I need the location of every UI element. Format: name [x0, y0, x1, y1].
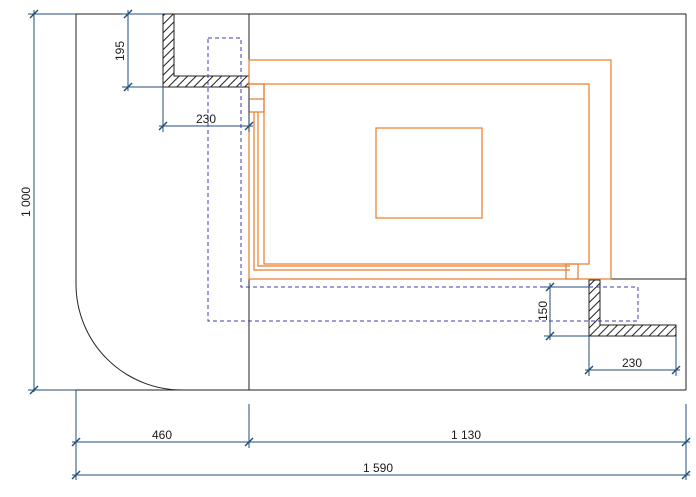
- dim-right-width-label: 1 130: [451, 428, 481, 442]
- dim-total-tick-right: [681, 470, 691, 480]
- dim-total-width: 1 590: [71, 461, 691, 480]
- dim-bottom-offset-label: 150: [536, 301, 550, 321]
- dim-bottom-offset: 150: [536, 282, 589, 341]
- fixture-corner-block-top: [248, 83, 265, 113]
- door-swing-arc: [75, 283, 183, 391]
- dim-top-offset-tick-bottom: [123, 82, 133, 92]
- hatched-walls: [162, 13, 677, 337]
- dim-top-offset-tick-top: [123, 9, 133, 19]
- dim-bottom-row: 460 1 130: [71, 390, 691, 480]
- dim-top-width: 230: [158, 87, 254, 132]
- dim-top-width-label: 230: [196, 112, 216, 126]
- dim-bottom-width-label: 230: [622, 356, 642, 370]
- dashed-outline: [207, 37, 639, 322]
- dim-top-offset: 195: [113, 9, 163, 92]
- dim-top-width-tick-left: [158, 121, 168, 131]
- dim-total-width-label: 1 590: [363, 461, 393, 475]
- dim-bottom-width-tick-right: [671, 365, 681, 375]
- dim-left-width-label: 460: [152, 428, 172, 442]
- dim-bottom-offset-tick-top: [545, 282, 555, 292]
- dim-bottom-width: 230: [584, 336, 681, 376]
- dim-bottom-width-tick-left: [584, 365, 594, 375]
- fixture-inner-frame-2: [257, 112, 570, 267]
- dim-top-width-tick-right: [244, 121, 254, 131]
- dim-height-tick-bottom: [29, 385, 39, 395]
- top-wall-corner: [162, 13, 250, 88]
- fixture-inner-rect: [263, 83, 590, 265]
- fixture-center-rect: [375, 127, 483, 219]
- dim-total-tick-left: [71, 470, 81, 480]
- dim-height-tick-top: [29, 9, 39, 19]
- dim-height-label: 1 000: [19, 187, 33, 217]
- fixture-corner-block-bottom: [565, 263, 579, 280]
- dim-middle-tick: [244, 437, 254, 447]
- orange-fixture: [248, 59, 612, 280]
- bottom-wall-corner: [588, 279, 677, 337]
- dim-left-tick-start: [71, 437, 81, 447]
- dim-height: 1 000: [19, 9, 76, 395]
- fixture-inner-frame-1: [253, 112, 570, 271]
- dim-bottom-offset-tick-bottom: [545, 331, 555, 341]
- fixture-outer-rect: [248, 59, 612, 280]
- dim-right-tick-end: [681, 437, 691, 447]
- dim-top-offset-label: 195: [113, 41, 127, 61]
